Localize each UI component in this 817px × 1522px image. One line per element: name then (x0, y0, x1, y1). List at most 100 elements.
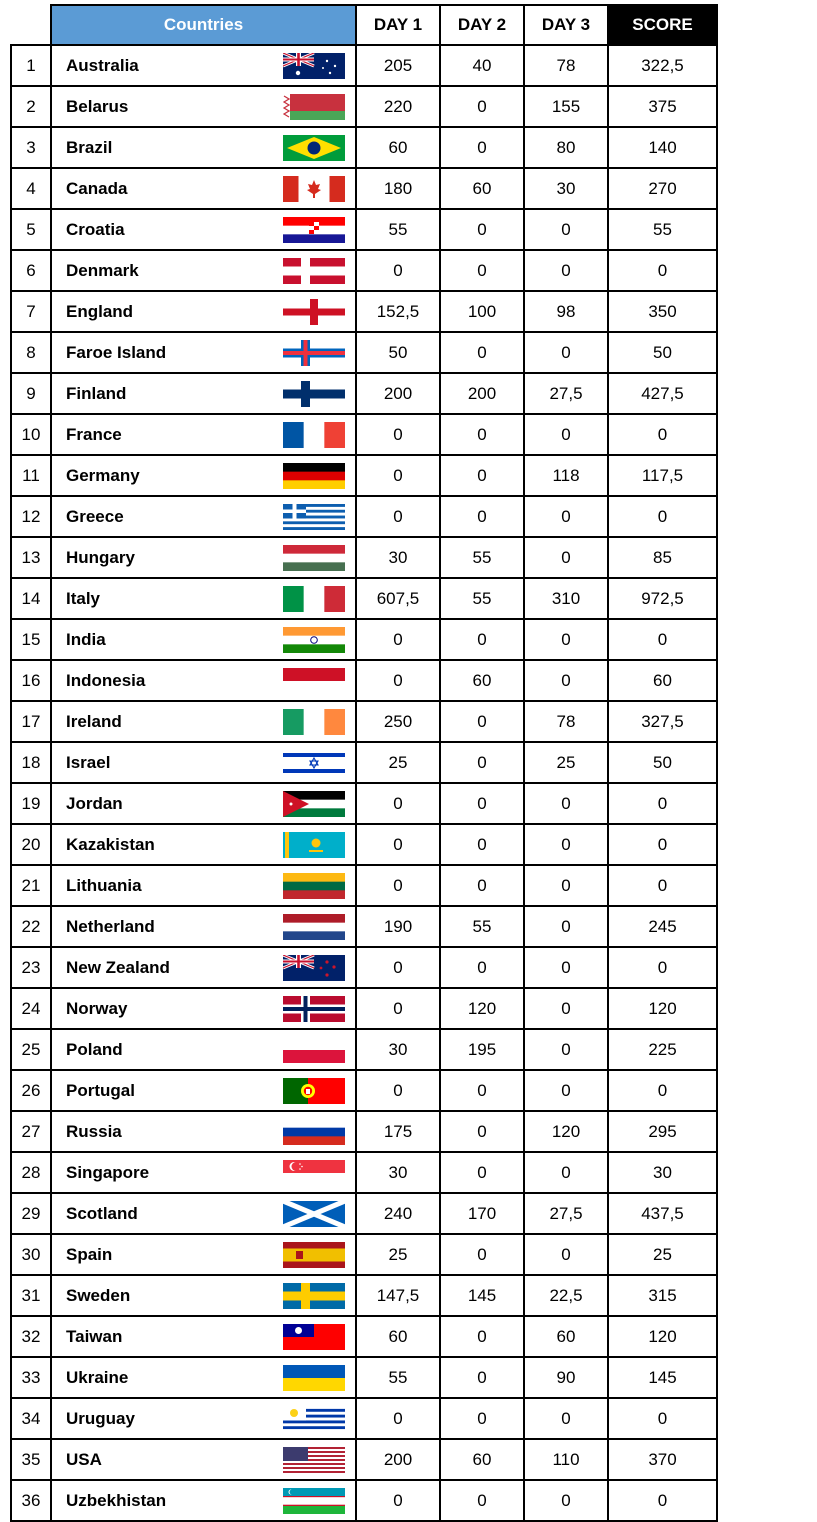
day3-cell: 27,5 (523, 1192, 609, 1235)
country-name-cell: Uruguay (50, 1397, 272, 1440)
day2-cell: 55 (439, 536, 525, 579)
flag-cell (272, 946, 357, 989)
flag-cell (272, 823, 357, 866)
day3-cell: 80 (523, 126, 609, 169)
day1-cell: 0 (355, 823, 441, 866)
day3-cell: 0 (523, 618, 609, 661)
flag-cell (272, 495, 357, 538)
day2-cell: 100 (439, 290, 525, 333)
day3-cell: 0 (523, 987, 609, 1030)
day3-cell: 0 (523, 946, 609, 989)
country-name-cell: Lithuania (50, 864, 272, 907)
flag-cell (272, 1192, 357, 1235)
day2-cell: 0 (439, 1479, 525, 1522)
rank-cell: 30 (10, 1233, 52, 1276)
day3-cell: 0 (523, 823, 609, 866)
india-flag-icon (282, 626, 345, 653)
day2-cell: 0 (439, 1356, 525, 1399)
day2-cell: 0 (439, 413, 525, 456)
flag-cell (272, 618, 357, 661)
day1-cell: 205 (355, 44, 441, 87)
day1-cell: 25 (355, 1233, 441, 1276)
rank-cell: 35 (10, 1438, 52, 1481)
day1-cell: 0 (355, 987, 441, 1030)
rank-cell: 11 (10, 454, 52, 497)
rank-cell: 9 (10, 372, 52, 415)
score-cell: 120 (607, 1315, 718, 1358)
flag-cell (272, 1438, 357, 1481)
country-name-cell: Taiwan (50, 1315, 272, 1358)
country-name-cell: USA (50, 1438, 272, 1481)
day3-cell: 30 (523, 167, 609, 210)
day3-cell: 98 (523, 290, 609, 333)
day1-cell: 180 (355, 167, 441, 210)
day2-cell: 0 (439, 1233, 525, 1276)
country-name-cell: Indonesia (50, 659, 272, 702)
rank-cell: 27 (10, 1110, 52, 1153)
score-cell: 60 (607, 659, 718, 702)
flag-cell (272, 864, 357, 907)
day1-cell: 220 (355, 85, 441, 128)
day1-cell: 200 (355, 1438, 441, 1481)
country-name-cell: Denmark (50, 249, 272, 292)
flag-cell (272, 1479, 357, 1522)
flag-cell (272, 208, 357, 251)
day1-cell: 0 (355, 1397, 441, 1440)
ireland-flag-icon (282, 708, 345, 735)
uruguay-flag-icon (282, 1405, 345, 1432)
country-name-cell: Kazakistan (50, 823, 272, 866)
score-cell: 0 (607, 618, 718, 661)
score-cell: 0 (607, 823, 718, 866)
rank-cell: 14 (10, 577, 52, 620)
score-cell: 375 (607, 85, 718, 128)
flag-cell (272, 1028, 357, 1071)
flag-cell (272, 1274, 357, 1317)
day1-cell: 607,5 (355, 577, 441, 620)
flag-cell (272, 659, 357, 702)
indonesia-flag-icon (282, 667, 345, 694)
flag-cell (272, 290, 357, 333)
day3-cell: 78 (523, 44, 609, 87)
day1-cell: 0 (355, 413, 441, 456)
flag-cell (272, 577, 357, 620)
day1-cell: 50 (355, 331, 441, 374)
day3-cell: 0 (523, 1397, 609, 1440)
rank-cell: 26 (10, 1069, 52, 1112)
rank-cell: 16 (10, 659, 52, 702)
day3-cell: 27,5 (523, 372, 609, 415)
score-header: SCORE (607, 4, 718, 46)
score-cell: 225 (607, 1028, 718, 1071)
day2-cell: 0 (439, 126, 525, 169)
day2-header: DAY 2 (439, 4, 525, 46)
flag-cell (272, 1110, 357, 1153)
score-cell: 0 (607, 782, 718, 825)
poland-flag-icon (282, 1036, 345, 1063)
day2-cell: 0 (439, 495, 525, 538)
day3-cell: 0 (523, 1028, 609, 1071)
score-cell: 0 (607, 249, 718, 292)
kazakhstan-flag-icon (282, 831, 345, 858)
country-name-cell: Portugal (50, 1069, 272, 1112)
score-cell: 85 (607, 536, 718, 579)
day1-cell: 0 (355, 946, 441, 989)
day2-cell: 0 (439, 1397, 525, 1440)
flag-cell (272, 987, 357, 1030)
score-cell: 117,5 (607, 454, 718, 497)
day3-cell: 0 (523, 1233, 609, 1276)
score-cell: 427,5 (607, 372, 718, 415)
spain-flag-icon (282, 1241, 345, 1268)
day2-cell: 60 (439, 1438, 525, 1481)
flag-cell (272, 782, 357, 825)
score-cell: 0 (607, 946, 718, 989)
russia-flag-icon (282, 1118, 345, 1145)
greece-flag-icon (282, 503, 345, 530)
rank-cell: 3 (10, 126, 52, 169)
day1-cell: 0 (355, 249, 441, 292)
